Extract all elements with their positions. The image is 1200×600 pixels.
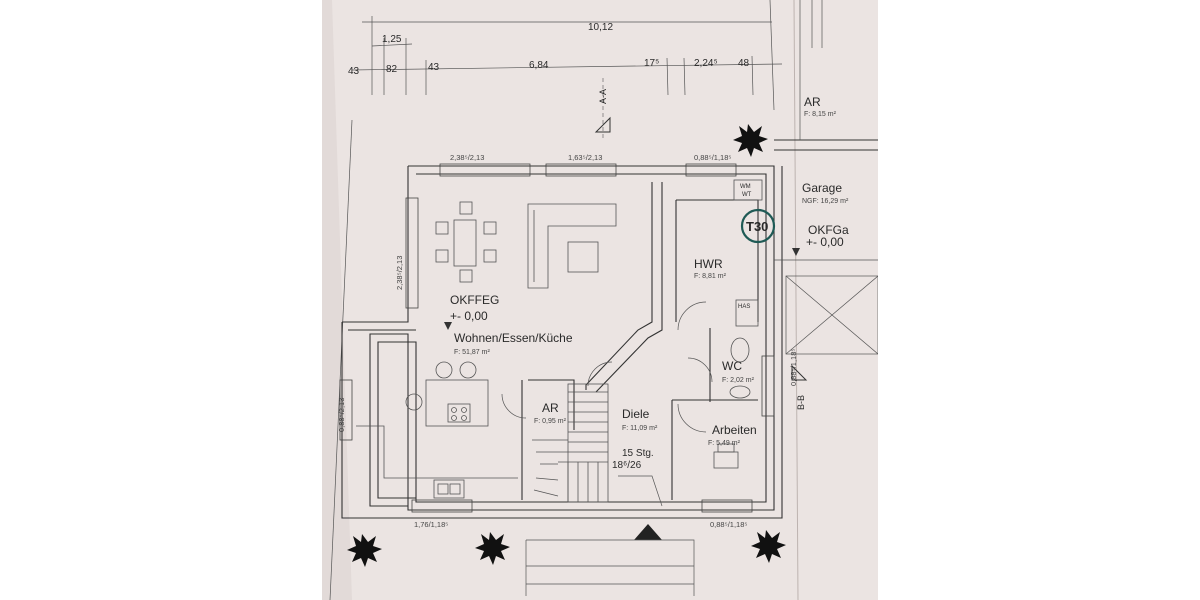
section-b-label: B-B xyxy=(796,395,806,410)
window-top-right: 0,88⁵/1,18⁵ xyxy=(694,153,732,162)
exterior-walls xyxy=(341,165,783,519)
window-bottom-left: 1,76/1,18⁵ xyxy=(414,520,448,529)
room-wc-name: WC xyxy=(722,359,742,373)
dim-segment-6: 2,24⁵ xyxy=(694,58,718,69)
dim-total: 10,12 xyxy=(588,22,613,33)
utility-connection-label: HAS xyxy=(738,304,750,310)
dim-segment-1: 43 xyxy=(348,66,360,77)
dim-segment-3: 43 xyxy=(428,62,440,73)
wc-fixtures xyxy=(729,337,751,399)
room-ar-garage-area: F: 8,15 m² xyxy=(804,111,837,118)
garage-level-name: OKFGa xyxy=(808,223,849,237)
paper-fold-line xyxy=(329,119,353,600)
garage-sheet-edge xyxy=(793,0,799,600)
washer-label: WM xyxy=(740,184,751,190)
plant-icon xyxy=(347,534,382,567)
window-top-left: 2,38⁵/2,13 xyxy=(450,153,484,162)
fire-door-label: T30 xyxy=(746,219,768,234)
room-diele-name: Diele xyxy=(622,407,650,421)
window-left-upper: 2,38⁵/2,13 xyxy=(395,256,404,290)
dryer-label: WT xyxy=(742,192,752,198)
dim-top-left: 1,25 xyxy=(382,34,402,45)
room-ar-garage-name: AR xyxy=(804,95,821,109)
garage-level-marker-icon xyxy=(792,248,800,256)
room-diele-area: F: 11,09 m² xyxy=(622,425,658,432)
level-name: OKFFEG xyxy=(450,293,499,307)
stairs-steps: 15 Stg. xyxy=(622,448,654,459)
floor-plan-drawing: 10,12 1,25 43 82 43 6,84 17⁵ 2,24⁵ 48 A-… xyxy=(322,0,878,600)
plant-icon xyxy=(751,530,786,563)
dim-segment-7: 48 xyxy=(738,58,750,69)
room-wc-area: F: 2,02 m² xyxy=(722,377,755,384)
entrance xyxy=(525,524,695,596)
room-hwr-area: F: 8,81 m² xyxy=(694,273,727,280)
window-bottom-right: 0,88⁵/1,18⁵ xyxy=(710,520,748,529)
dim-segment-5: 17⁵ xyxy=(644,58,659,69)
fire-door-badge xyxy=(740,208,776,244)
garage-area xyxy=(774,0,878,355)
window-left-lower: 0,88⁵/2,13 xyxy=(337,398,346,432)
kitchen-island xyxy=(405,361,489,427)
room-garage-name: Garage xyxy=(802,181,842,195)
room-arbeiten-name: Arbeiten xyxy=(712,423,757,437)
staircase xyxy=(532,383,663,507)
plant-icon xyxy=(475,532,510,565)
window-marks xyxy=(339,163,775,513)
kitchen-counter xyxy=(356,425,518,499)
level-marker-icon xyxy=(444,322,452,330)
doors xyxy=(501,301,713,433)
desk xyxy=(713,443,739,469)
room-hwr-name: HWR xyxy=(694,257,723,271)
dining-table xyxy=(435,201,497,283)
stairs-ratio: 18⁶/26 xyxy=(612,460,642,471)
hwr-fixtures xyxy=(733,179,763,327)
room-ar-area: F: 0,95 m² xyxy=(534,418,567,425)
dim-segment-4: 6,84 xyxy=(529,60,549,71)
paper-edge-left xyxy=(322,0,352,600)
room-arbeiten-area: F: 5,49 m² xyxy=(708,440,741,447)
room-ar-name: AR xyxy=(542,401,559,415)
dim-segment-2: 82 xyxy=(386,64,398,75)
section-a-arrow xyxy=(594,116,611,133)
garage-level-value: +- 0,00 xyxy=(806,235,844,249)
room-living-area: F: 51,87 m² xyxy=(454,349,490,356)
sofa xyxy=(527,203,617,289)
section-a-label: A-A xyxy=(598,89,608,104)
room-living-name: Wohnen/Essen/Küche xyxy=(454,331,573,345)
floor-plan-photo: 10,12 1,25 43 82 43 6,84 17⁵ 2,24⁵ 48 A-… xyxy=(322,0,878,600)
plant-icon xyxy=(733,124,768,157)
room-garage-area: NGF: 16,29 m² xyxy=(802,198,849,205)
window-top-mid: 1,63⁵/2,13 xyxy=(568,153,602,162)
level-value: +- 0,00 xyxy=(450,309,488,323)
dimension-chains xyxy=(351,0,783,111)
section-b-arrow xyxy=(791,364,808,381)
